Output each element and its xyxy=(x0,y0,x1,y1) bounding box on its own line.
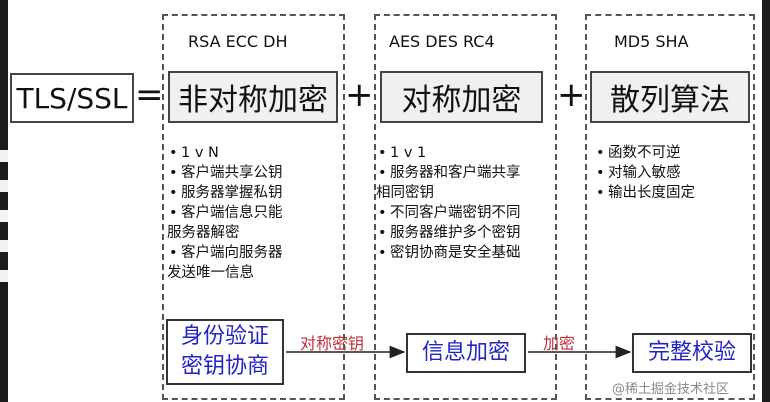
hash-algorithm-box: 散列算法 xyxy=(590,71,750,123)
integrity-check-box: 完整校验 xyxy=(632,333,752,373)
symmetric-encryption-box: 对称加密 xyxy=(380,71,543,123)
arrow-label-encrypt: 加密 xyxy=(543,334,576,353)
column-frame-hash xyxy=(585,14,755,400)
list-item: 不同客户端密钥不同 xyxy=(376,203,555,223)
plus-sign-2: + xyxy=(557,75,586,115)
list-item: 服务器掌握私钥 xyxy=(167,183,339,203)
plus-sign-1: + xyxy=(345,75,374,115)
equals-sign: = xyxy=(135,75,164,115)
hash-bullet-list: 函数不可逆 对输入敏感 输出长度固定 xyxy=(594,143,744,203)
result-text-encryption: 信息加密 xyxy=(421,340,510,365)
list-item: 密钥协商是安全基础 xyxy=(376,243,555,263)
column-frame-symmetric xyxy=(374,14,557,400)
algorithms-label-asymmetric: RSA ECC DH xyxy=(188,32,288,51)
right-dark-edge xyxy=(762,0,770,402)
result-text-auth: 身份验证 xyxy=(180,324,269,349)
left-edge-strip xyxy=(0,270,8,282)
list-item: 1 v 1 xyxy=(376,143,555,163)
algorithms-label-hash: MD5 SHA xyxy=(614,32,689,51)
list-item: 服务器维护多个密钥 xyxy=(376,223,555,243)
list-item: 对输入敏感 xyxy=(594,163,744,183)
algorithms-label-symmetric: AES DES RC4 xyxy=(389,32,495,51)
list-item: 输出长度固定 xyxy=(594,183,744,203)
left-edge-strip xyxy=(0,240,8,252)
left-dark-edge xyxy=(0,0,8,402)
left-edge-strip xyxy=(0,180,8,192)
information-encryption-box: 信息加密 xyxy=(406,333,526,373)
left-edge-strip xyxy=(0,210,8,222)
watermark: @稀土掘金技术社区 xyxy=(612,382,730,397)
list-item: 客户端共享公钥 xyxy=(167,163,339,183)
list-item: 1 v N xyxy=(167,143,339,163)
tls-ssl-box: TLS/SSL xyxy=(10,73,134,123)
asymmetric-encryption-box: 非对称加密 xyxy=(168,71,338,123)
list-item: 函数不可逆 xyxy=(594,143,744,163)
result-text-key-negotiation: 密钥协商 xyxy=(180,354,269,379)
arrow-label-symmetric-key: 对称密钥 xyxy=(300,334,365,353)
result-text-integrity: 完整校验 xyxy=(647,340,736,365)
auth-key-negotiation-box: 身份验证 密钥协商 xyxy=(166,319,284,385)
column-frame-asymmetric xyxy=(162,14,345,400)
left-edge-strip xyxy=(0,150,8,162)
